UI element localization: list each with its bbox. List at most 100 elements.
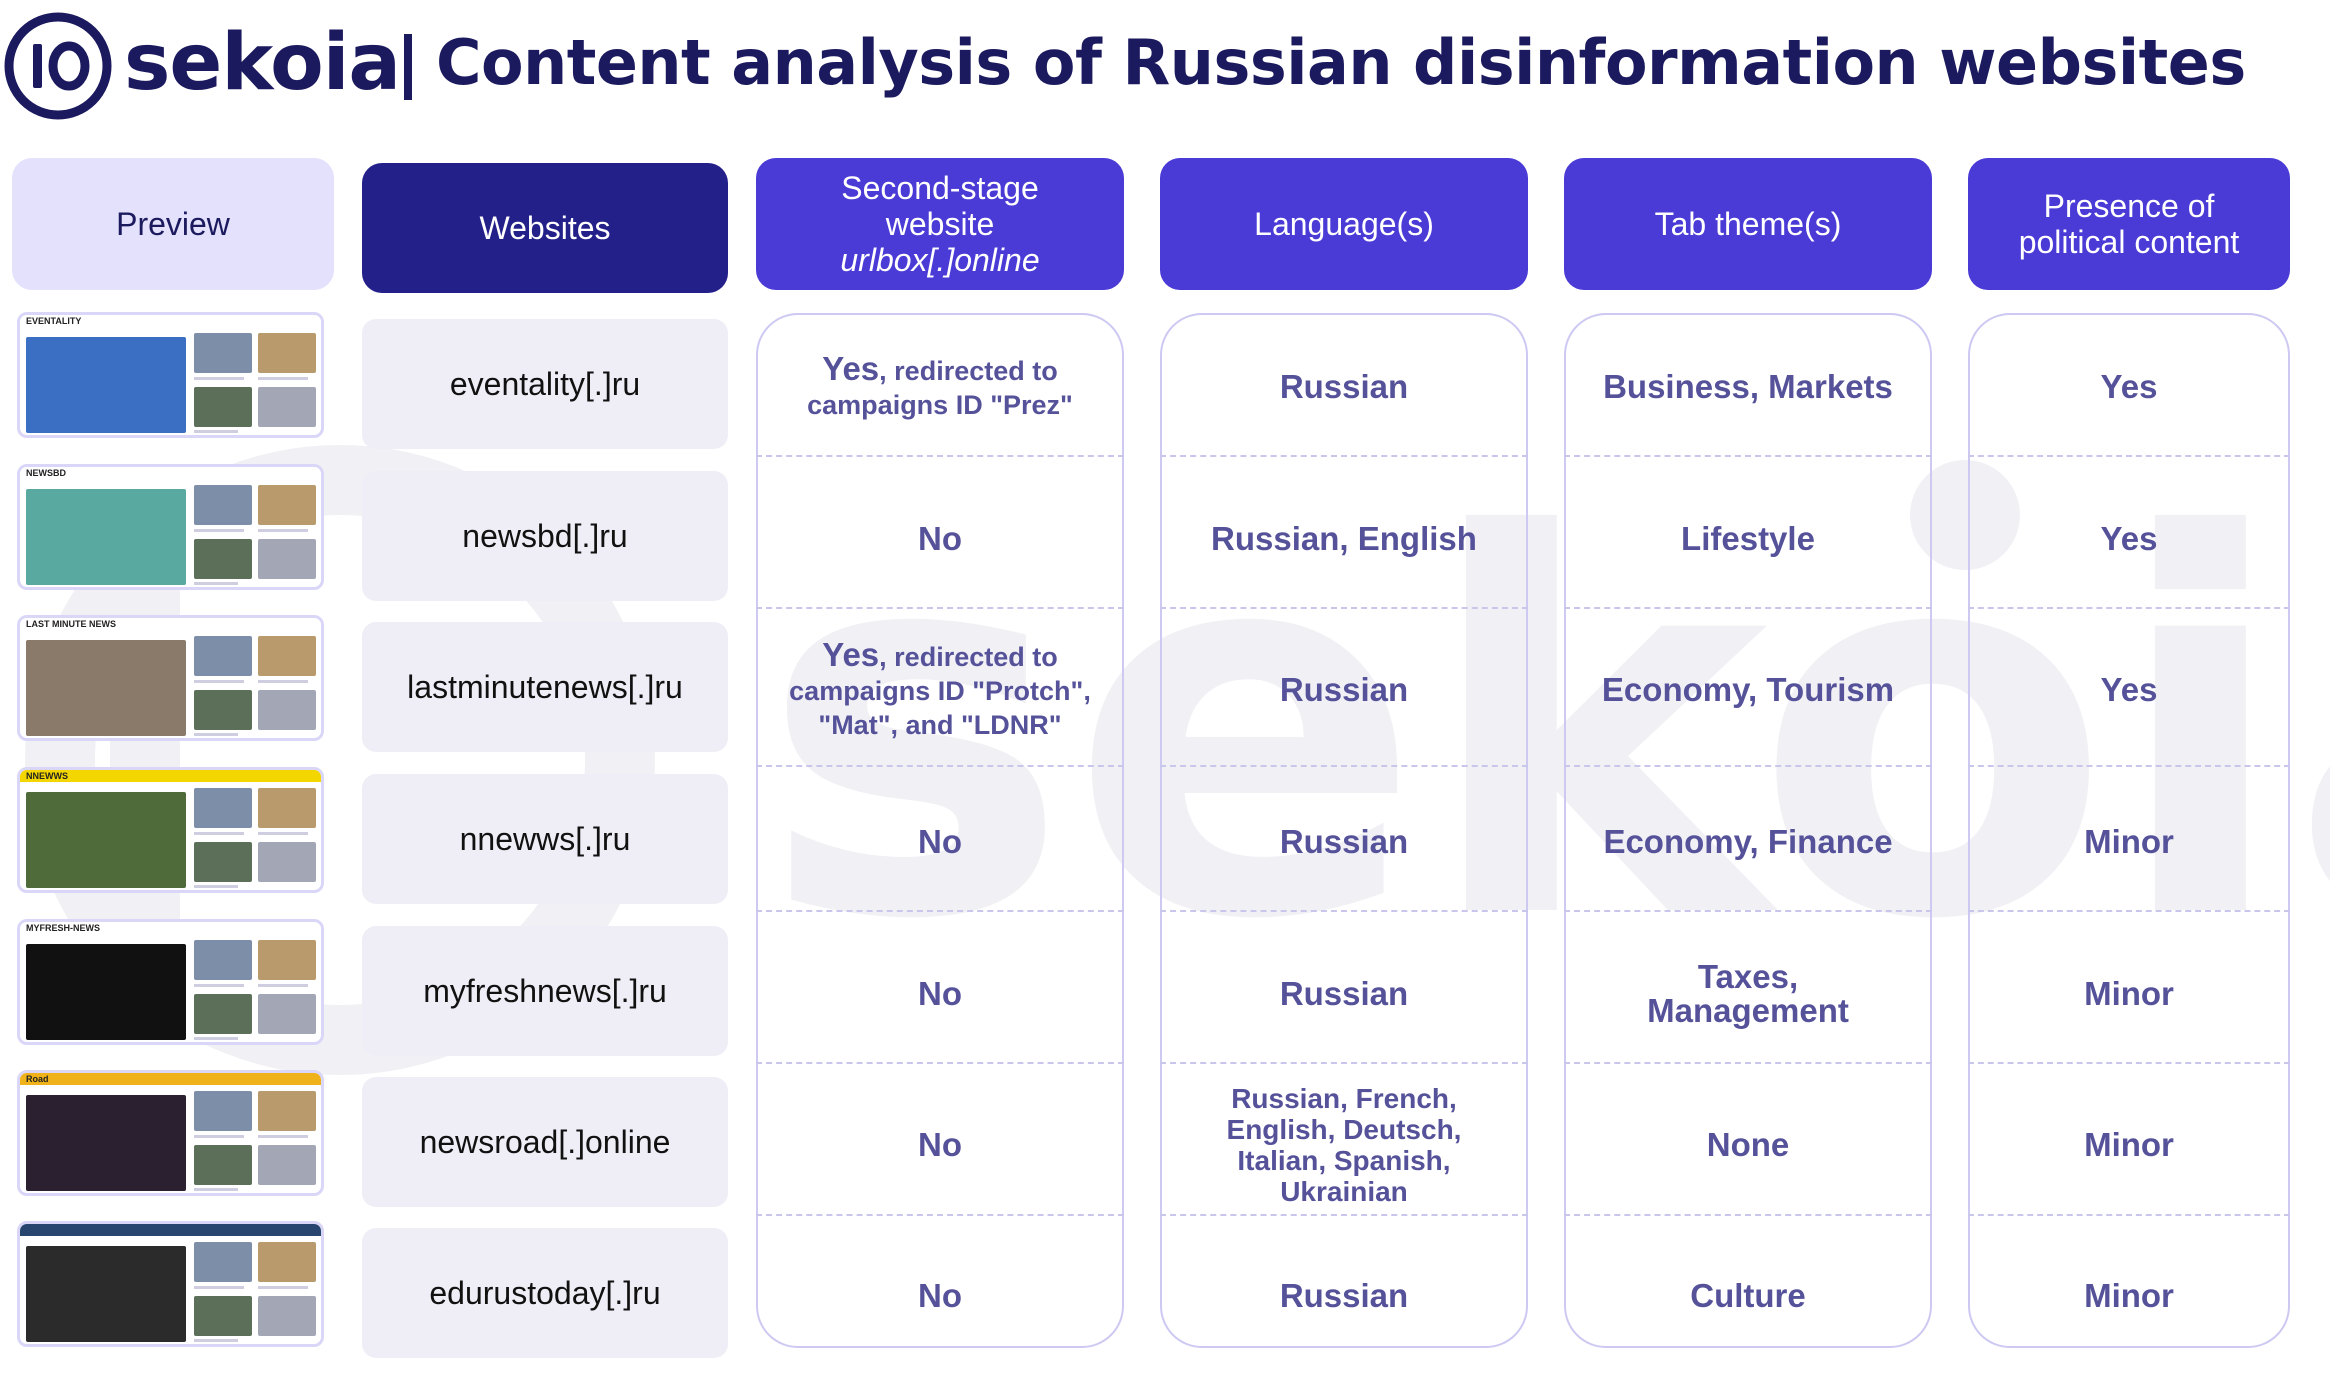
row-separator bbox=[1564, 1214, 1932, 1216]
second-stage-line: No bbox=[918, 825, 962, 859]
website-name: newsroad[.]online bbox=[419, 1123, 671, 1160]
header-websites-label: Websites bbox=[479, 210, 611, 246]
languages-value-cont: Italian, Spanish, bbox=[1237, 1145, 1451, 1176]
tab-themes-cell: Economy, Finance bbox=[1564, 773, 1932, 911]
header-languages-label: Language(s) bbox=[1254, 206, 1434, 242]
second-stage-campaigns: campaigns ID "Prez" bbox=[807, 390, 1073, 420]
header-tab-themes: Tab theme(s) bbox=[1564, 158, 1932, 290]
row-separator bbox=[1968, 455, 2290, 457]
thumbnail-article-image bbox=[258, 1145, 316, 1185]
political-content-value: Minor bbox=[2084, 1126, 2174, 1163]
thumbnail-header-bar bbox=[20, 770, 321, 782]
thumbnail-article-image bbox=[258, 940, 316, 980]
thumbnail-text-line bbox=[194, 430, 238, 433]
thumbnail-article-image bbox=[258, 1242, 316, 1282]
thumbnail-article-image bbox=[258, 788, 316, 828]
second-stage-answer: No bbox=[918, 823, 962, 860]
thumbnail-article-image bbox=[194, 842, 252, 882]
thumbnail-text-line bbox=[194, 680, 244, 683]
second-stage-cell: No bbox=[756, 1076, 1124, 1214]
thumbnail-article-image bbox=[194, 994, 252, 1034]
header-preview-label: Preview bbox=[116, 206, 230, 242]
row-separator bbox=[1564, 607, 1932, 609]
languages-cell: Russian bbox=[1160, 318, 1528, 456]
political-content-cell: Minor bbox=[1968, 925, 2290, 1063]
row-separator bbox=[756, 765, 1124, 767]
thumbnail-text-line bbox=[258, 832, 308, 835]
row-separator bbox=[1564, 455, 1932, 457]
second-stage-cell: No bbox=[756, 773, 1124, 911]
languages-cell: Russian bbox=[1160, 925, 1528, 1063]
thumbnail-text-line bbox=[194, 832, 244, 835]
thumbnail-header-bar bbox=[20, 922, 321, 934]
website-cell: newsbd[.]ru bbox=[362, 471, 728, 601]
row-separator bbox=[1968, 607, 2290, 609]
row-separator bbox=[1968, 765, 2290, 767]
tab-themes-cell: Lifestyle bbox=[1564, 470, 1932, 608]
thumbnail-article-image bbox=[194, 690, 252, 730]
thumbnail-main-image bbox=[26, 640, 186, 736]
political-content-value: Yes bbox=[2100, 671, 2158, 708]
thumbnail-article-image bbox=[194, 485, 252, 525]
political-content-value: Yes bbox=[2100, 520, 2158, 557]
second-stage-cell: No bbox=[756, 1227, 1124, 1365]
website-name: newsbd[.]ru bbox=[462, 517, 628, 554]
second-stage-line: Yes, redirected to bbox=[822, 638, 1057, 674]
second-stage-answer: No bbox=[918, 1277, 962, 1314]
tab-themes-cell: Taxes,Management bbox=[1564, 925, 1932, 1063]
thumbnail-article-image bbox=[258, 539, 316, 579]
second-stage-line: Yes, redirected to bbox=[822, 352, 1057, 388]
political-content-cell: Yes bbox=[1968, 318, 2290, 456]
row-separator bbox=[756, 455, 1124, 457]
thumbnail-article-image bbox=[258, 333, 316, 373]
thumbnail-text-line bbox=[194, 377, 244, 380]
thumbnail-text-line bbox=[194, 529, 244, 532]
tab-themes-value: Economy, Finance bbox=[1603, 823, 1893, 860]
thumbnail-article-image bbox=[258, 994, 316, 1034]
thumbnail-text-line bbox=[194, 1135, 244, 1138]
sekoia-logo-icon bbox=[4, 12, 112, 120]
header-preview: Preview bbox=[12, 158, 334, 290]
second-stage-cell: No bbox=[756, 925, 1124, 1063]
political-column bbox=[1968, 313, 2290, 1348]
second-stage-answer: Yes bbox=[822, 636, 880, 673]
thumbnail-header-bar bbox=[20, 1224, 321, 1236]
thumbnail-article-image bbox=[258, 842, 316, 882]
header-political-content: Presence of political content bbox=[1968, 158, 2290, 290]
political-content-cell: Minor bbox=[1968, 773, 2290, 911]
header-second-stage-line3: urlbox[.]online bbox=[840, 242, 1040, 278]
thumbnail-main-image bbox=[26, 944, 186, 1040]
website-cell: eventality[.]ru bbox=[362, 319, 728, 449]
header-languages: Language(s) bbox=[1160, 158, 1528, 290]
languages-cell: Russian, French,English, Deutsch,Italian… bbox=[1160, 1076, 1528, 1214]
thumbnail-text-line bbox=[194, 1286, 244, 1289]
row-separator bbox=[1968, 910, 2290, 912]
row-separator bbox=[1160, 1062, 1528, 1064]
thumbnail-text-line bbox=[258, 1286, 308, 1289]
thumbnail-article-image bbox=[258, 1296, 316, 1336]
thumbnail-site-logo: NNEWWS bbox=[26, 771, 68, 781]
second-stage-line: No bbox=[918, 1128, 962, 1162]
tab-themes-value-cont: Management bbox=[1647, 992, 1849, 1029]
languages-value-cont: Ukrainian bbox=[1280, 1176, 1408, 1207]
thumbnail-header-bar bbox=[20, 1073, 321, 1085]
row-separator bbox=[1160, 765, 1528, 767]
thumbnail-text-line bbox=[194, 733, 238, 736]
row-separator bbox=[756, 1214, 1124, 1216]
header-second-stage-line1: Second-stage bbox=[841, 170, 1039, 206]
tab-themes-value: Economy, Tourism bbox=[1601, 671, 1895, 708]
second-stage-cell: No bbox=[756, 470, 1124, 608]
row-separator bbox=[1160, 455, 1528, 457]
thumbnail-site-logo: LAST MINUTE NEWS bbox=[26, 619, 116, 629]
page-title: Content analysis of Russian disinformati… bbox=[436, 26, 2246, 99]
row-separator bbox=[1564, 1062, 1932, 1064]
second-stage-column bbox=[756, 313, 1124, 1348]
thumbnail-main-image bbox=[26, 792, 186, 888]
preview-thumbnail: LAST MINUTE NEWS bbox=[17, 615, 324, 741]
political-content-cell: Yes bbox=[1968, 470, 2290, 608]
languages-value: Russian bbox=[1279, 823, 1409, 860]
thumbnail-main-image bbox=[26, 1095, 186, 1191]
thumbnail-text-line bbox=[194, 984, 244, 987]
tab-themes-value: Culture bbox=[1690, 1277, 1806, 1314]
